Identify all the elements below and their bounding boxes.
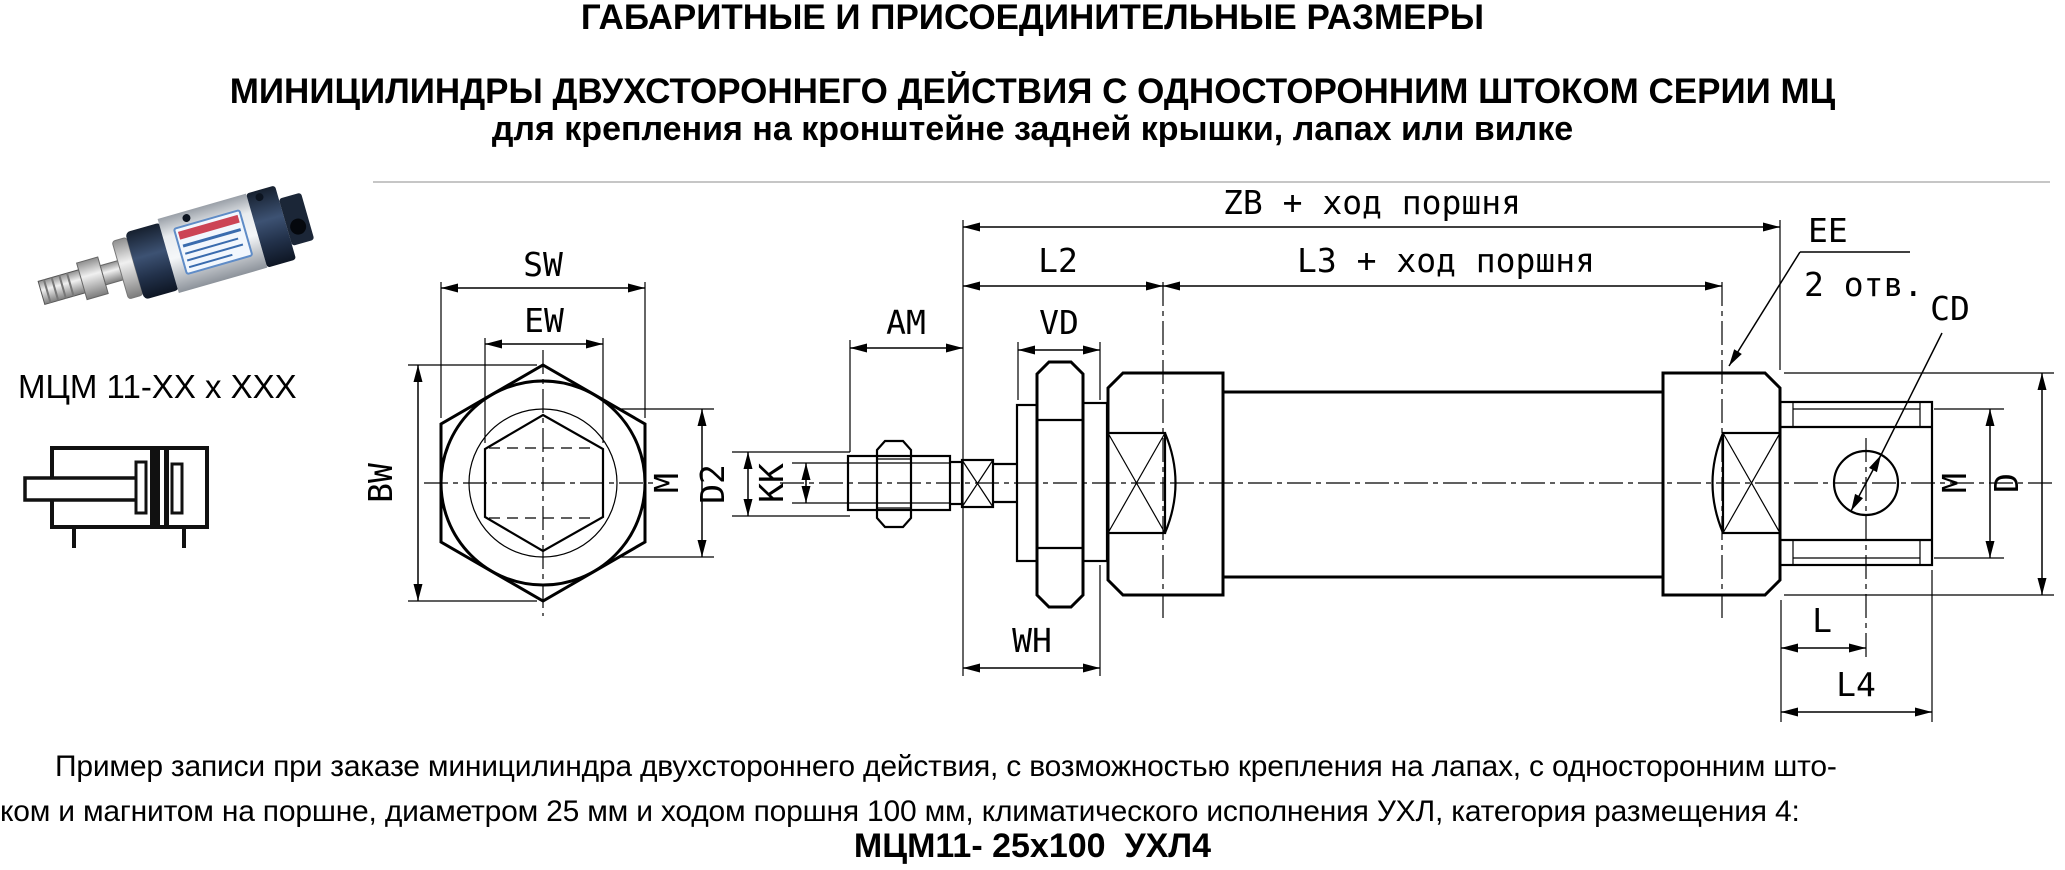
order-code: МЦМ11- 25x100 УХЛ4: [853, 827, 1212, 865]
dim-label-l4: L4: [1836, 665, 1876, 704]
dim-label-vd: VD: [1039, 303, 1079, 342]
cylinder-photo: [37, 186, 314, 306]
dim-label-d: D: [1987, 473, 2026, 493]
dim-label-d2: D2: [693, 464, 732, 504]
model-code-label: МЦМ 11-XX x XXX: [18, 368, 297, 405]
page-title: ГАБАРИТНЫЕ И ПРИСОЕДИНИТЕЛЬНЫЕ РАЗМЕРЫ: [580, 0, 1485, 37]
dim-label-l: L: [1812, 601, 1832, 640]
mounting-subtitle: для крепления на кронштейне задней крышк…: [491, 110, 1574, 148]
pneumatic-symbol: [23, 446, 209, 548]
dim-label-bw: BW: [361, 463, 400, 503]
side-view: ZB + ход поршня L2 L3 + ход поршня AM VD…: [693, 183, 2055, 722]
dim-label-kk: KK: [752, 463, 791, 503]
order-example-line2: ком и магнитом на поршне, диаметром 25 м…: [0, 795, 1800, 828]
dim-label-wh: WH: [1012, 621, 1052, 660]
dim-label-ee: EE: [1808, 211, 1848, 250]
dim-label-zb: ZB + ход поршня: [1223, 183, 1521, 222]
dim-label-ee-holes: 2 отв.: [1804, 265, 1923, 304]
order-example-line1: Пример записи при заказе миницилиндра дв…: [55, 750, 1837, 783]
dim-label-l2: L2: [1038, 241, 1078, 280]
dim-label-cd: CD: [1930, 289, 1970, 328]
dim-label-l3: L3 + ход поршня: [1297, 241, 1595, 280]
dim-label-am: AM: [886, 303, 926, 342]
dim-label-ew: EW: [524, 301, 564, 340]
dim-label-sw: SW: [523, 245, 563, 284]
dim-label-m-clevis: M: [1935, 473, 1974, 493]
series-title: МИНИЦИЛИНДРЫ ДВУХСТОРОННЕГО ДЕЙСТВИЯ С О…: [229, 72, 1836, 111]
end-view: SW EW BW M: [361, 245, 714, 616]
dim-label-m-thread: M: [647, 473, 686, 493]
